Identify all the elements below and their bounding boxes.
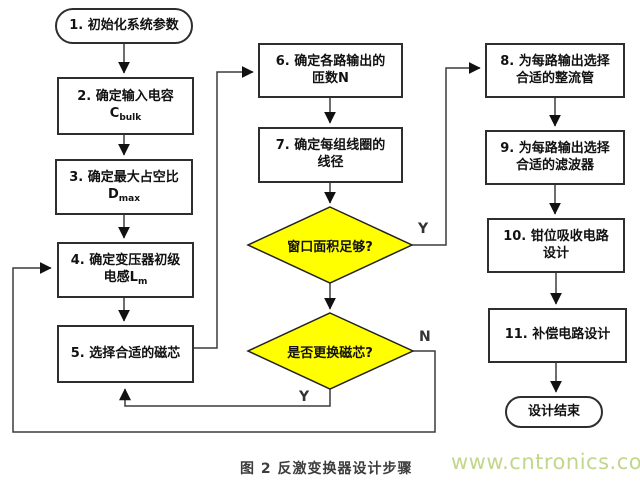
node-clamp-snubber-line2: 设计 <box>542 245 569 261</box>
node-select-filter-line1: 9. 为每路输出选择 <box>500 140 610 156</box>
node-primary-inductance-line1: 4. 确定变压器初级 <box>70 253 181 269</box>
edge-decision2-no-to-box4 <box>12 262 436 433</box>
figure-caption: 图 2 反激变换器设计步骤 <box>240 461 413 477</box>
node-select-filter: 9. 为每路输出选择 合适的滤波器 <box>485 130 625 185</box>
node-input-capacitor: 2. 确定输入电容 Cbulk <box>57 77 194 135</box>
node-max-duty-cycle-line2: Dmax <box>107 187 141 204</box>
decision-change-core-shape <box>246 312 415 390</box>
edge-decision1-yes-to-box8 <box>412 62 481 246</box>
node-select-core: 5. 选择合适的磁芯 <box>57 325 194 383</box>
node-select-core-label: 5. 选择合适的磁芯 <box>70 345 181 361</box>
node-end-label: 设计结束 <box>527 403 580 419</box>
node-end: 设计结束 <box>505 396 603 428</box>
node-max-duty-cycle: 3. 确定最大占空比 Dmax <box>55 159 193 215</box>
node-clamp-snubber-line1: 10. 钳位吸收电路 <box>503 228 609 244</box>
node-max-duty-cycle-line1: 3. 确定最大占空比 <box>69 170 179 186</box>
decision-change-core-label: 是否更换磁芯? <box>287 345 373 361</box>
node-select-rectifier: 8. 为每路输出选择 合适的整流管 <box>485 43 625 98</box>
node-primary-inductance-line2: 电感Lm <box>103 270 148 287</box>
node-output-turns-line1: 6. 确定各路输出的 <box>275 53 386 69</box>
decision-window-area-label: 窗口面积足够? <box>287 239 373 255</box>
edge-label-change-core-no: N <box>419 329 431 345</box>
edge-label-change-core-yes: Y <box>299 389 310 405</box>
node-start-label: 1. 初始化系统参数 <box>69 17 179 33</box>
node-select-rectifier-line2: 合适的整流管 <box>515 70 594 86</box>
node-select-rectifier-line1: 8. 为每路输出选择 <box>500 53 610 69</box>
node-start: 1. 初始化系统参数 <box>55 8 193 44</box>
site-watermark: www.cntronics.com <box>451 450 640 474</box>
node-wire-diameter-line2: 线径 <box>317 155 344 170</box>
node-primary-inductance: 4. 确定变压器初级 电感Lm <box>57 242 194 298</box>
node-input-capacitor-line1: 2. 确定输入电容 <box>77 89 174 105</box>
node-wire-diameter-line1: 7. 确定每组线圈的 <box>275 138 386 154</box>
node-select-filter-line2: 合适的滤波器 <box>515 157 594 173</box>
node-wire-diameter: 7. 确定每组线圈的 线径 <box>258 127 403 183</box>
node-compensation-label: 11. 补偿电路设计 <box>504 327 611 343</box>
edge-label-window-yes: Y <box>418 221 429 237</box>
node-input-capacitor-line2: Cbulk <box>109 106 142 123</box>
decision-window-area-shape <box>246 206 414 284</box>
node-output-turns: 6. 确定各路输出的 匝数N <box>258 43 403 98</box>
edge-box5-to-box6 <box>194 66 254 349</box>
node-compensation: 11. 补偿电路设计 <box>488 308 627 363</box>
node-clamp-snubber: 10. 钳位吸收电路 设计 <box>487 218 625 273</box>
edge-decision2-yes-to-box5 <box>119 388 331 407</box>
node-output-turns-line2: 匝数N <box>312 70 349 86</box>
